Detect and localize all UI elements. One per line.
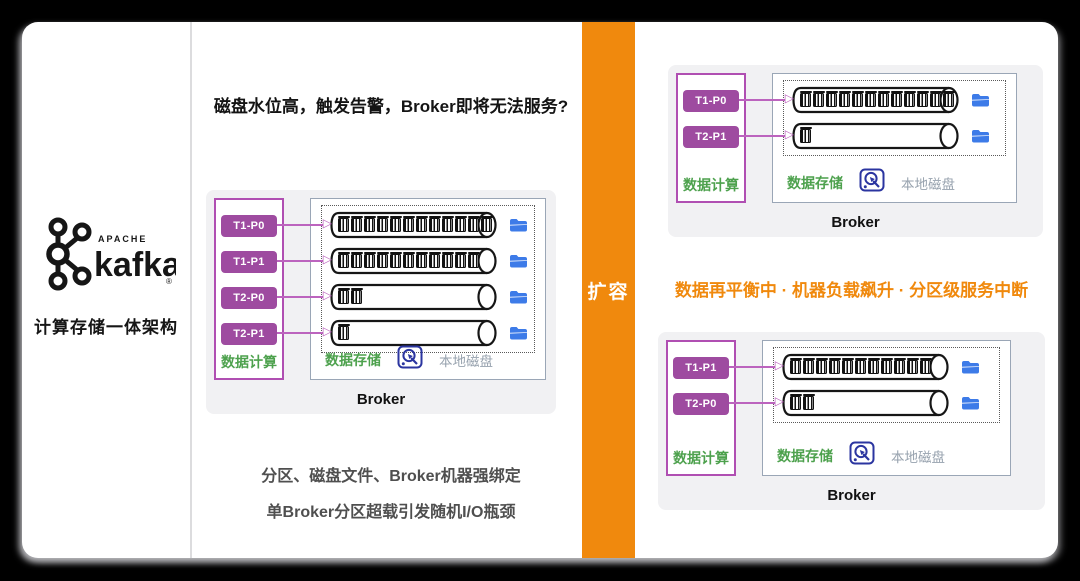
log-cylinder	[329, 211, 499, 239]
log-segments	[789, 393, 815, 410]
disk-icon	[859, 168, 885, 197]
log-rows	[781, 353, 992, 417]
compute-label: 数据计算	[673, 450, 729, 466]
storage-footer: 数据存储 本地磁盘	[325, 345, 539, 374]
local-disk-label: 本地磁盘	[439, 353, 493, 369]
storage-label: 数据存储	[325, 351, 381, 368]
log-cylinder	[329, 319, 499, 347]
log-segments	[799, 90, 955, 107]
diagram-card: APACHE kafka ® 计算存储一体架构 磁盘水位高，触发告警，Broke…	[22, 22, 1058, 558]
folder-icon	[961, 396, 980, 410]
log-cylinder	[781, 353, 951, 381]
folder-icon	[509, 326, 528, 340]
scale-out-bar: 扩容	[582, 22, 635, 558]
storage-box: 数据存储 本地磁盘	[762, 340, 1011, 476]
log-segments	[337, 215, 493, 232]
broker-title: Broker	[356, 391, 406, 408]
partition-chip: T1-P1	[221, 251, 277, 273]
log-cylinder	[329, 283, 499, 311]
log-segments	[337, 251, 480, 268]
partition-chip: T2-P0	[221, 287, 277, 309]
folder-icon	[509, 218, 528, 232]
footnote-line-2: 单Broker分区超载引发随机I/O瓶颈	[266, 504, 516, 521]
svg-text:kafka: kafka	[94, 246, 176, 284]
scale-out-label: 扩容	[587, 281, 630, 303]
disk-icon	[849, 441, 875, 470]
partition-chip: T2-P0	[673, 393, 729, 415]
svg-text:APACHE: APACHE	[98, 234, 147, 244]
storage-footer: 数据存储 本地磁盘	[777, 441, 1004, 470]
compute-label: 数据计算	[683, 177, 739, 193]
log-segments	[337, 323, 350, 340]
log-cylinder	[781, 389, 951, 417]
partition-chip: T2-P1	[221, 323, 277, 345]
partition-chip: T1-P0	[683, 90, 739, 112]
folder-icon	[971, 129, 990, 143]
storage-label: 数据存储	[787, 174, 843, 191]
brand-column: APACHE kafka ® 计算存储一体架构	[22, 22, 190, 558]
log-segments	[789, 357, 932, 374]
storage-box: 数据存储 本地磁盘	[310, 198, 546, 380]
vertical-divider	[190, 22, 192, 558]
storage-box: 数据存储 本地磁盘	[772, 73, 1017, 203]
question-text: 磁盘水位高，触发告警，Broker即将无法服务?	[213, 97, 569, 116]
log-rows	[791, 86, 998, 150]
disk-icon	[397, 345, 423, 374]
log-cylinder	[791, 122, 961, 150]
storage-footer: 数据存储 本地磁盘	[787, 168, 1010, 197]
log-rows	[329, 211, 527, 347]
partition-chip: T1-P0	[221, 215, 277, 237]
svg-text:®: ®	[166, 277, 172, 286]
broker-title: Broker	[827, 487, 876, 504]
log-area	[773, 347, 1000, 423]
log-cylinder	[791, 86, 961, 114]
partition-chip: T1-P1	[673, 357, 729, 379]
compute-label: 数据计算	[221, 354, 277, 370]
kafka-logo-icon: APACHE kafka ®	[22, 214, 190, 299]
log-area	[321, 205, 535, 353]
log-area	[783, 80, 1006, 156]
log-segments	[799, 126, 812, 143]
rebalance-status-text: 数据再平衡中 · 机器负载飙升 · 分区级服务中断	[674, 281, 1029, 300]
storage-label: 数据存储	[777, 447, 833, 464]
partition-chip: T2-P1	[683, 126, 739, 148]
folder-icon	[509, 290, 528, 304]
local-disk-label: 本地磁盘	[901, 176, 955, 192]
log-segments	[337, 287, 363, 304]
folder-icon	[971, 93, 990, 107]
local-disk-label: 本地磁盘	[891, 449, 945, 465]
folder-icon	[509, 254, 528, 268]
log-cylinder	[329, 247, 499, 275]
broker-title: Broker	[831, 214, 880, 231]
folder-icon	[961, 360, 980, 374]
footnote-line-1: 分区、磁盘文件、Broker机器强绑定	[261, 468, 521, 485]
brand-caption: 计算存储一体架构	[34, 318, 178, 337]
